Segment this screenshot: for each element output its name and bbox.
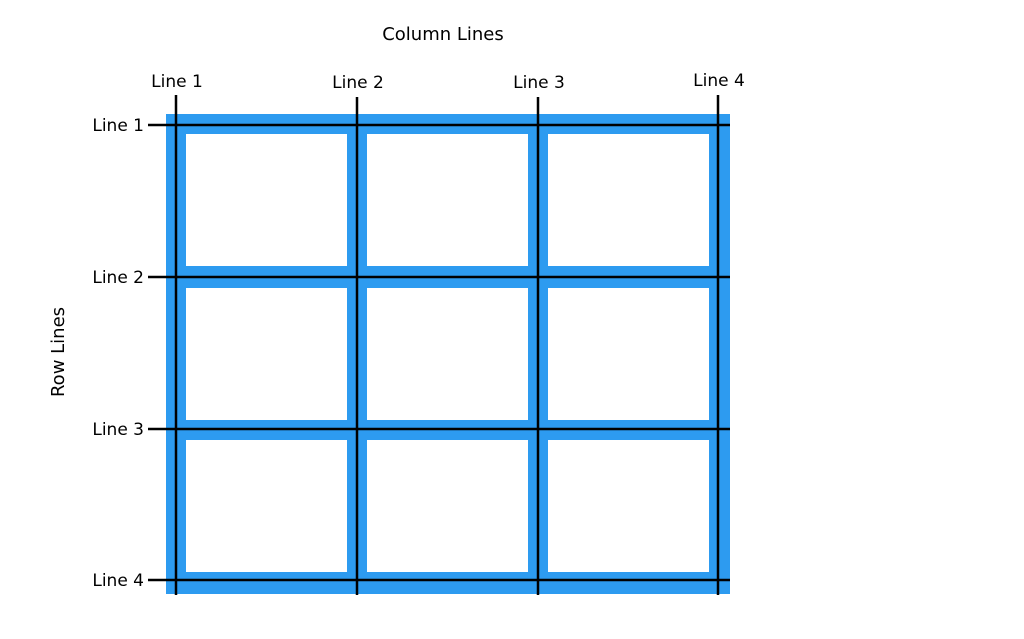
grid-cell: [548, 288, 709, 420]
grid-cell: [548, 134, 709, 266]
column-lines-title: Column Lines: [382, 24, 504, 45]
grid-cell: [367, 440, 528, 572]
row-line-label: Line 3: [92, 420, 144, 440]
grid-cell: [548, 440, 709, 572]
column-line-label: Line 1: [151, 72, 203, 92]
grid-cell: [367, 134, 528, 266]
grid-cell: [186, 288, 347, 420]
grid-cell: [186, 440, 347, 572]
column-line-label: Line 4: [693, 71, 745, 91]
grid-cell: [186, 134, 347, 266]
row-line-label: Line 2: [92, 268, 144, 288]
row-line-label: Line 4: [92, 571, 144, 591]
column-line-label: Line 2: [332, 73, 384, 93]
column-line-label: Line 3: [513, 73, 565, 93]
grid-cell: [367, 288, 528, 420]
row-lines-title: Row Lines: [48, 307, 69, 397]
row-line-label: Line 1: [92, 116, 144, 136]
